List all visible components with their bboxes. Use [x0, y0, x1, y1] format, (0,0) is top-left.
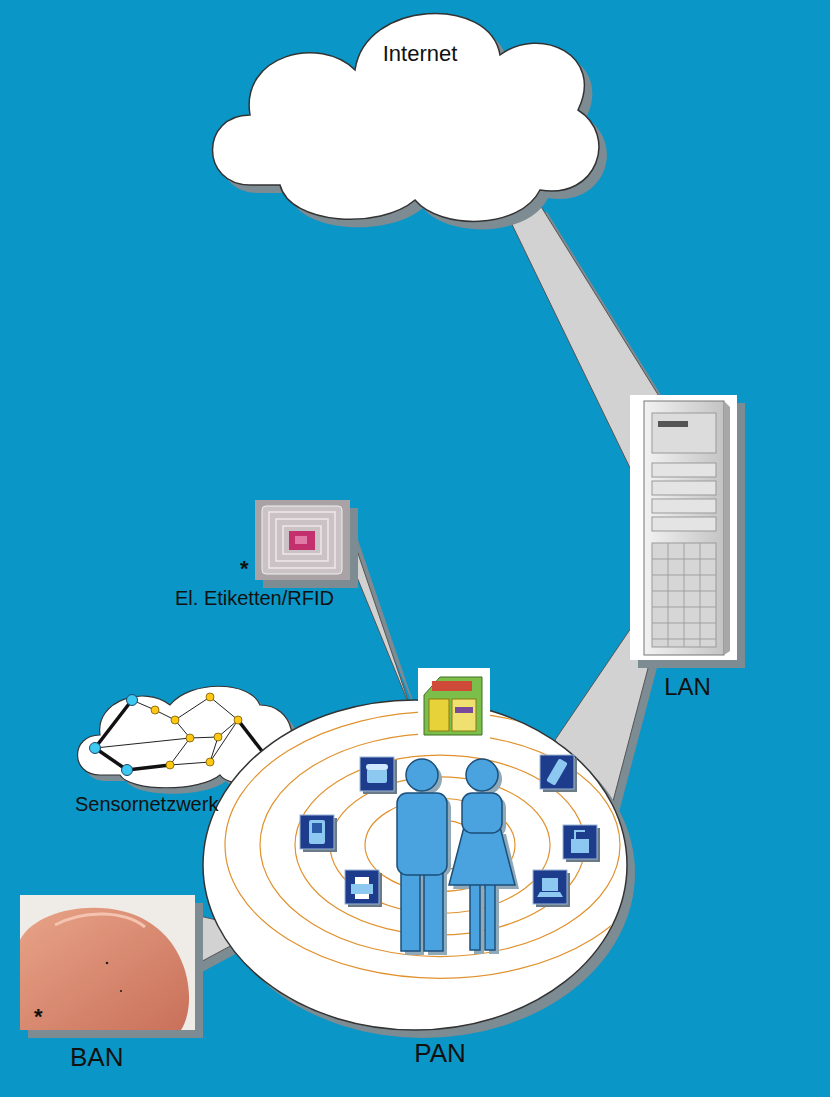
- ban-finger: BAN: [15, 895, 215, 1080]
- callout-wedge: [350, 530, 419, 719]
- label-slot: Internet: [290, 41, 550, 67]
- rfid-tag: El. Etiketten/RFID: [170, 500, 370, 620]
- pan-ellipse: PAN: [200, 695, 630, 1075]
- label-slot: BAN: [70, 1042, 170, 1073]
- internet-cloud: Internet: [190, 5, 610, 230]
- label-slot: LAN: [630, 673, 745, 702]
- label-slot: PAN: [390, 1038, 490, 1069]
- pan-ellipse-shape: [200, 695, 630, 1075]
- node-label: Internet: [383, 41, 458, 67]
- label-slot: El. Etiketten/RFID: [175, 586, 365, 610]
- node-label: PAN: [414, 1038, 466, 1069]
- node-label: Sensornetzwerk: [75, 792, 218, 816]
- label-slot: *: [240, 556, 249, 582]
- node-label: BAN: [70, 1042, 123, 1073]
- footnote-mark: *: [34, 1004, 43, 1030]
- lan-server: LAN: [630, 395, 745, 710]
- internet-cloud-shape: [190, 5, 610, 230]
- node-label: LAN: [664, 673, 711, 702]
- footnote-mark: *: [240, 556, 249, 582]
- lan-server-shape: [630, 395, 745, 710]
- label-slot: *: [34, 1004, 43, 1030]
- node-label: El. Etiketten/RFID: [175, 586, 334, 610]
